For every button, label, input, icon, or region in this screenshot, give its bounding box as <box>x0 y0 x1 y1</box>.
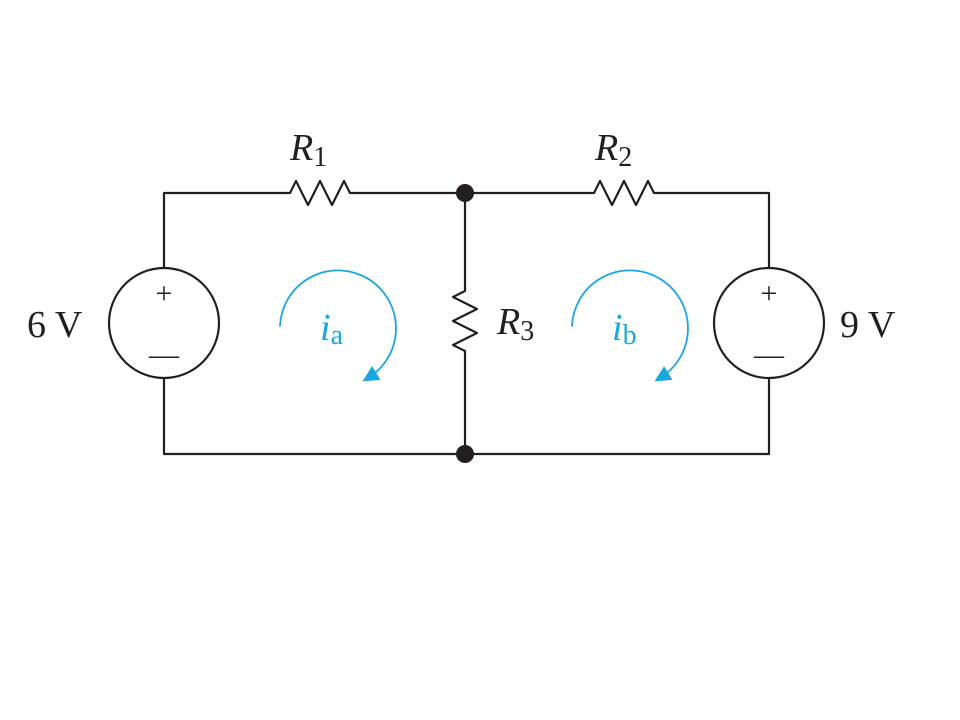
bottom-wire <box>162 377 771 456</box>
voltage-source-right: + — <box>712 266 826 380</box>
mesh-current-b-subscript: b <box>623 320 637 351</box>
top-right-wire <box>662 191 771 270</box>
mesh-current-a-label: ia <box>320 307 344 351</box>
resistor-r2-label: R2 <box>594 127 632 173</box>
source-right-plus: + <box>761 277 778 310</box>
top-left-wire <box>162 191 280 270</box>
resistor-r3-symbol: R <box>496 301 520 343</box>
resistor-r1 <box>276 179 362 207</box>
junction-node-top <box>456 184 474 202</box>
resistor-r3 <box>451 284 479 358</box>
mesh-current-b-label: ib <box>612 307 637 351</box>
source-right-voltage-label: 9 V <box>840 304 896 346</box>
resistor-r2-symbol: R <box>594 127 618 169</box>
resistor-r3-subscript: 3 <box>520 316 534 347</box>
source-left-plus: + <box>156 277 173 310</box>
junction-node-bottom <box>456 445 474 463</box>
resistor-r1-symbol: R <box>289 127 313 169</box>
resistor-r2 <box>580 179 666 207</box>
mesh-current-b-arrow-icon <box>571 269 689 382</box>
voltage-source-left: + — <box>107 266 221 380</box>
mesh-current-a-subscript: a <box>331 320 344 351</box>
mesh-current-a-arrow-icon <box>279 269 397 382</box>
mesh-current-a-symbol: i <box>320 307 331 349</box>
resistor-r3-label: R3 <box>496 301 534 347</box>
resistor-r2-subscript: 2 <box>618 142 632 173</box>
mesh-current-b-symbol: i <box>612 307 623 349</box>
source-left-minus: — <box>148 338 180 371</box>
resistor-r1-label: R1 <box>289 127 327 173</box>
source-right-minus: — <box>753 338 785 371</box>
resistor-r1-subscript: 1 <box>313 142 327 173</box>
source-left-voltage-label: 6 V <box>27 304 83 346</box>
